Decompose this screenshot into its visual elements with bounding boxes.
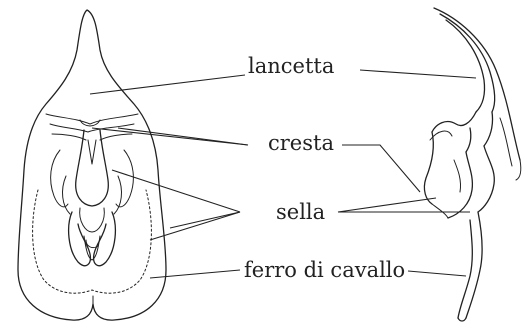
noseleaf-front-view (18, 10, 166, 320)
leader-sella-side (338, 198, 470, 212)
label-cresta: cresta (268, 133, 334, 154)
label-sella: sella (276, 202, 325, 223)
inner-loops (69, 212, 91, 266)
label-ferro-di-cavallo: ferro di cavallo (244, 260, 405, 281)
leader-lines (90, 70, 476, 278)
crest-folds (46, 114, 138, 124)
leader-lancetta-side (360, 70, 476, 78)
leader-ferro-side (408, 271, 466, 276)
sella-front (76, 130, 109, 206)
side-horseshoe (466, 212, 482, 318)
leader-cresta-side (342, 145, 420, 192)
label-lancetta: lancetta (248, 56, 334, 77)
leader-sella-front-3 (170, 212, 240, 228)
side-crest (432, 112, 476, 132)
leader-cresta-front-2 (118, 128, 248, 145)
leader-lancetta-front (90, 75, 245, 94)
leader-ferro-front (150, 270, 240, 278)
side-lancet (434, 8, 520, 160)
